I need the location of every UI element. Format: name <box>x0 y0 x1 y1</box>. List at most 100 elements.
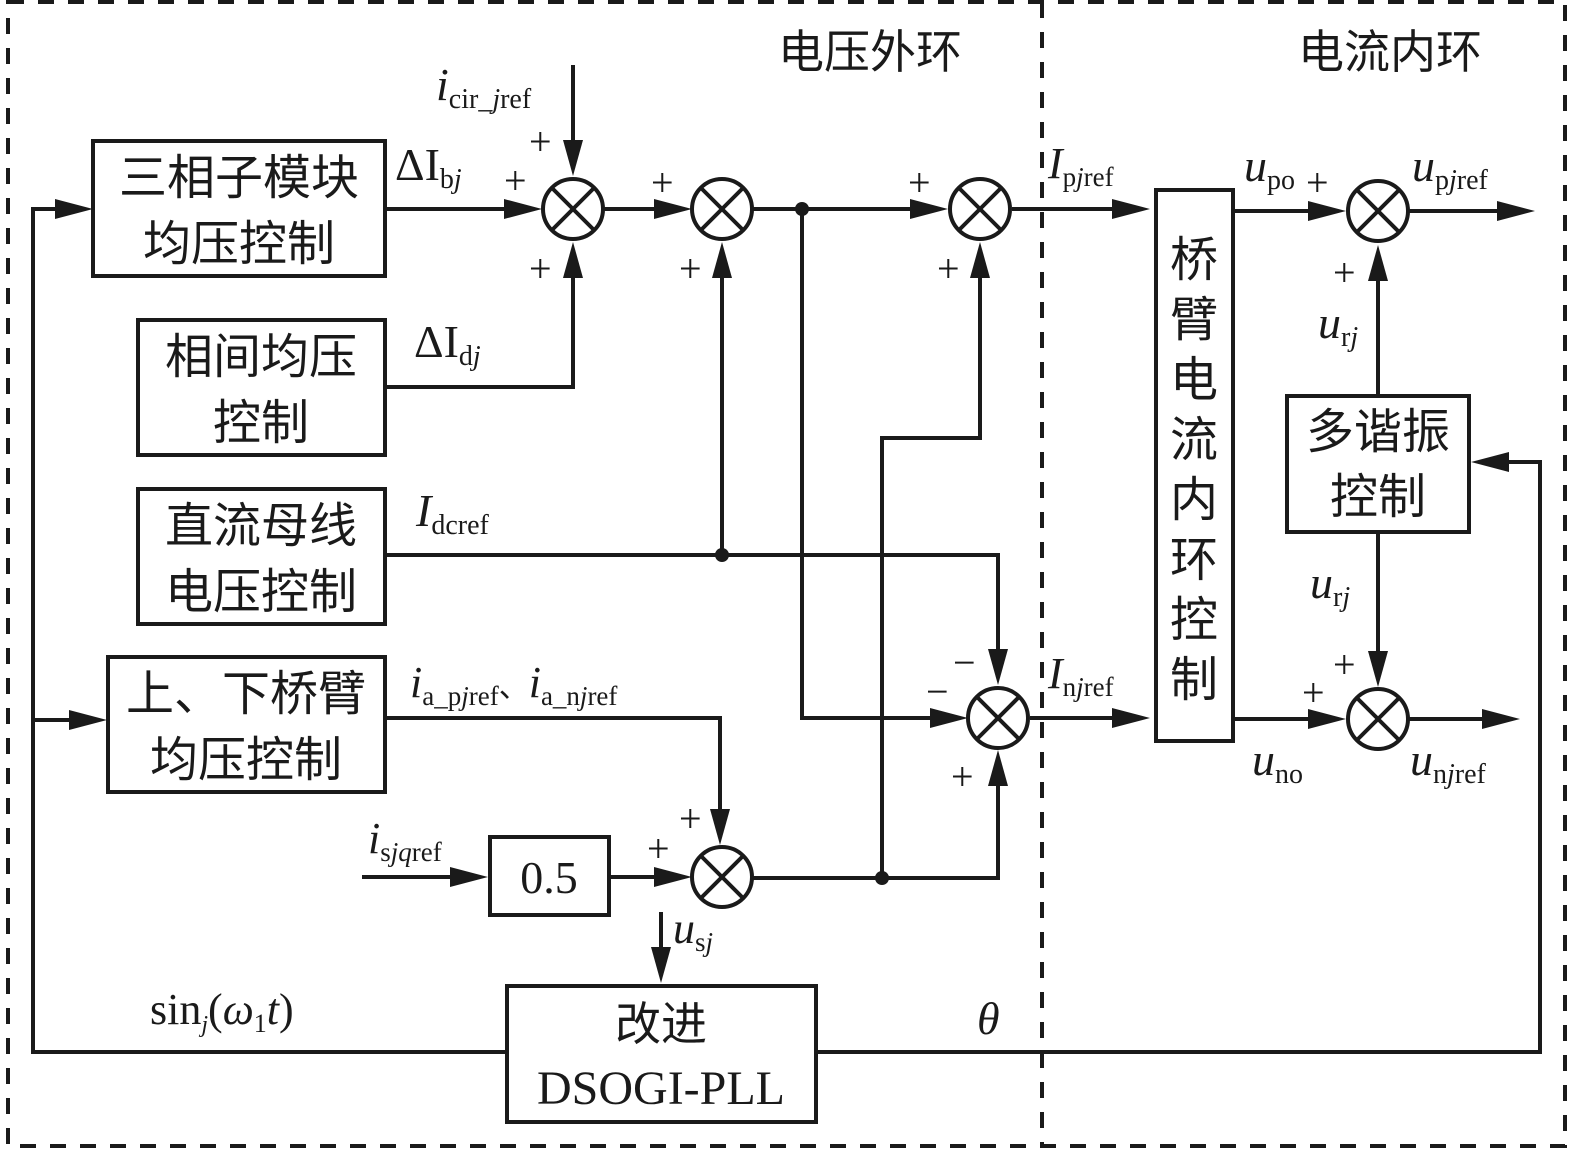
svg-text:桥: 桥 <box>1170 232 1218 288</box>
sum-junction-upper-out <box>1346 179 1410 243</box>
arrow-down-icon <box>563 140 583 176</box>
sum-junction-p <box>948 177 1012 241</box>
sign-plus: + <box>1302 670 1325 715</box>
block-three-phase-balance: 三相子模块 均压控制 <box>91 139 387 278</box>
wire-ia <box>385 716 722 828</box>
label-i-cir: icir_jref <box>436 59 532 115</box>
arrow-right-icon <box>910 199 948 219</box>
wire-sums-out <box>753 766 1000 880</box>
sign-plus: + <box>908 160 931 205</box>
signal-labels: icir_jref ΔIbj ΔIdj Idcref ia_pjref、ia_n… <box>150 59 1489 1044</box>
svg-text:三相子模块: 三相子模块 <box>119 150 359 206</box>
summing-junctions <box>541 177 1410 909</box>
sign-minus: − <box>926 669 949 714</box>
block-arm-current-inner: 桥 臂 电 流 内 环 控 制 <box>1154 188 1235 743</box>
svg-text:控制: 控制 <box>213 395 309 451</box>
outer-loop-title: 电压外环 <box>778 25 962 79</box>
junction-dot <box>795 202 809 216</box>
wire-idcref <box>385 553 1000 668</box>
sign-plus: + <box>504 158 527 203</box>
svg-text:控制: 控制 <box>1330 469 1426 525</box>
arrow-down-icon <box>988 649 1008 685</box>
arrow-right-icon <box>930 708 968 728</box>
sum-junction-1 <box>541 177 605 241</box>
svg-text:多谐振: 多谐振 <box>1306 404 1450 460</box>
outer-dashed-border <box>6 0 1567 1148</box>
svg-text:直流母线: 直流母线 <box>165 498 357 554</box>
svg-text:上、下桥臂: 上、下桥臂 <box>126 666 366 722</box>
svg-text:电: 电 <box>1170 352 1218 408</box>
arrow-up-icon <box>712 242 732 278</box>
label-I-pjref: Ipjref <box>1047 139 1114 192</box>
sum-junction-n <box>966 686 1030 750</box>
label-u-pjref: upjref <box>1412 140 1489 196</box>
label-I-njref: Injref <box>1047 649 1114 702</box>
block-interphase-balance: 相间均压 控制 <box>136 318 387 457</box>
svg-text:均压控制: 均压控制 <box>150 732 342 788</box>
arrow-right-icon <box>1308 201 1346 221</box>
wire-dId <box>385 258 575 389</box>
label-dI-b: ΔIbj <box>395 139 462 195</box>
label-u-sj: usj <box>673 904 713 957</box>
svg-text:改进: 改进 <box>615 997 707 1051</box>
arrow-up-icon <box>563 242 583 278</box>
sign-plus: + <box>529 119 552 164</box>
arrowheads <box>55 140 1535 983</box>
sign-plus: + <box>529 246 552 291</box>
block-gain: 0.5 <box>488 835 611 917</box>
label-u-njref: unjref <box>1410 734 1487 790</box>
arrow-down-icon <box>1368 651 1388 687</box>
sum-junction-lower-out <box>1346 687 1410 751</box>
svg-text:环: 环 <box>1170 532 1218 588</box>
label-theta: θ <box>977 993 1000 1044</box>
arrow-up-icon <box>1368 245 1388 281</box>
svg-text:内: 内 <box>1170 472 1218 528</box>
sign-plus: + <box>651 160 674 205</box>
label-I-dcref: Idcref <box>415 485 490 541</box>
arrow-right-icon <box>55 199 93 219</box>
junction-dot <box>875 871 889 885</box>
sign-plus: + <box>647 826 670 871</box>
arrow-right-icon <box>450 867 488 887</box>
sign-plus: + <box>1333 250 1356 295</box>
arrow-right-icon <box>654 867 692 887</box>
sign-plus: + <box>1306 160 1329 205</box>
sign-plus: + <box>1333 642 1356 687</box>
label-i-a: ia_pjref、ia_njref <box>410 658 617 711</box>
svg-text:DSOGI-PLL: DSOGI-PLL <box>537 1062 785 1115</box>
arrow-right-icon <box>1497 201 1535 221</box>
block-multi-resonant: 多谐振 控制 <box>1285 394 1471 534</box>
label-u-rj-bottom: urj <box>1310 557 1350 613</box>
arrow-right-icon <box>504 199 542 219</box>
arrow-right-icon <box>1482 709 1520 729</box>
wire-to-sum3-bottom <box>880 258 982 878</box>
sign-minus: − <box>953 640 976 685</box>
block-dc-bus-voltage: 直流母线 电压控制 <box>136 487 387 626</box>
label-i-sjqref: isjqref <box>368 814 442 867</box>
arrow-up-icon <box>988 750 1008 786</box>
sum-junction-2 <box>690 177 754 241</box>
arrow-right-icon <box>1112 199 1150 219</box>
block-arm-balance: 上、下桥臂 均压控制 <box>106 655 387 794</box>
label-u-no: uno <box>1252 734 1303 790</box>
wire-theta <box>816 460 1542 1054</box>
arrow-right-icon <box>654 199 692 219</box>
arrow-down-icon <box>651 947 671 983</box>
label-dI-d: ΔIdj <box>414 316 481 372</box>
svg-text:相间均压: 相间均压 <box>165 329 357 385</box>
svg-text:控: 控 <box>1170 592 1218 648</box>
arrow-right-icon <box>69 710 107 730</box>
inner-loop-title: 电流内环 <box>1298 25 1482 79</box>
sign-plus: + <box>951 754 974 799</box>
arrow-right-icon <box>1112 708 1150 728</box>
svg-text:流: 流 <box>1170 412 1218 468</box>
svg-text:均压控制: 均压控制 <box>143 216 335 272</box>
sign-plus: + <box>937 246 960 291</box>
svg-text:0.5: 0.5 <box>520 852 578 903</box>
arrow-left-icon <box>1471 452 1509 472</box>
sum-junction-s <box>690 845 754 909</box>
block-pll: 改进 DSOGI-PLL <box>505 984 818 1124</box>
svg-text:制: 制 <box>1170 652 1218 708</box>
region-borders <box>6 0 1567 1148</box>
